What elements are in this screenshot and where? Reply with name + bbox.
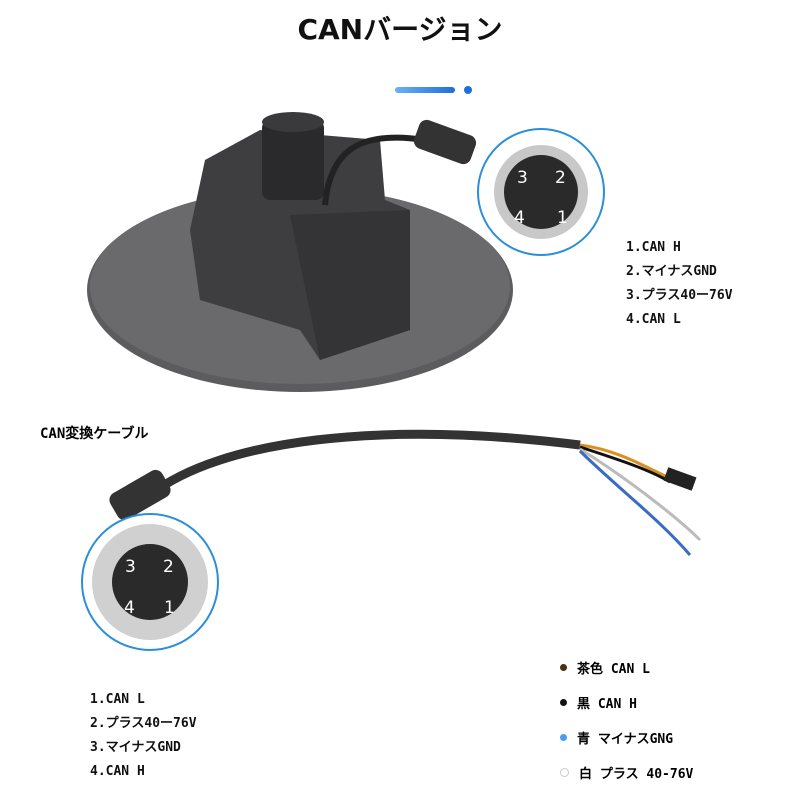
motor — [262, 120, 324, 200]
pin-item: 1.CAN H — [626, 240, 681, 255]
svg-text:4: 4 — [124, 598, 135, 618]
legend-item: 青 マイナスGNG — [560, 720, 693, 755]
svg-text:2: 2 — [555, 168, 566, 188]
pin-item: 2.プラス40ー76V — [90, 716, 197, 731]
device-plug — [413, 119, 477, 165]
wire-legend: 茶色 CAN L 黒 CAN H 青 マイナスGNG 白 プラス 40-76V — [560, 650, 693, 790]
pin-item: 4.CAN L — [626, 312, 681, 327]
pin-item: 4.CAN H — [90, 764, 145, 779]
legend-item: 茶色 CAN L — [560, 650, 693, 685]
legend-item: 黒 CAN H — [560, 685, 693, 720]
pin-item: 3.プラス40ー76V — [626, 288, 733, 303]
black-dot-icon — [560, 699, 567, 706]
blue-dot-icon — [560, 734, 567, 741]
pin-item: 1.CAN L — [90, 692, 145, 707]
cable-plug — [109, 469, 171, 521]
device-cable — [322, 134, 426, 206]
device-pin-list: 1.CAN H 2.マイナスGND 3.プラス40ー76V 4.CAN L — [626, 236, 733, 332]
pin-item: 3.マイナスGND — [90, 740, 181, 755]
pin-item: 2.マイナスGND — [626, 264, 717, 279]
white-dot-icon — [560, 768, 569, 777]
svg-text:3: 3 — [125, 557, 136, 577]
svg-text:1: 1 — [557, 208, 568, 228]
cable-pin-list: 1.CAN L 2.プラス40ー76V 3.マイナスGND 4.CAN H — [90, 688, 197, 784]
svg-text:4: 4 — [514, 208, 525, 228]
cable-label: CAN変換ケーブル — [40, 426, 149, 442]
accent-bar — [395, 87, 455, 93]
legend-item: 白 プラス 40-76V — [560, 755, 693, 790]
cable — [147, 429, 581, 499]
pin-num: 3 — [517, 168, 528, 188]
brown-dot-icon — [560, 664, 567, 671]
svg-text:1: 1 — [164, 598, 175, 618]
page-title: CANバージョン — [297, 13, 503, 46]
accent-dot — [464, 86, 472, 94]
svg-text:2: 2 — [163, 557, 174, 577]
